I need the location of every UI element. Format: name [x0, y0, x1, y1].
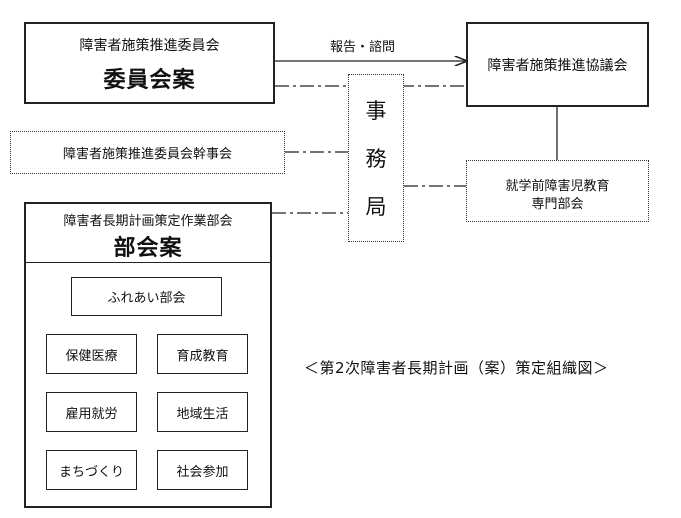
diagram-caption: ＜第2次障害者長期計画（案）策定組織図＞: [304, 359, 609, 377]
council-box: 障害者施策推進協議会: [466, 22, 649, 107]
preschool-line1: 就学前障害児教育: [505, 179, 610, 194]
sub-box-health: 保健医療: [46, 334, 137, 374]
preschool-line2: 専門部会: [531, 197, 584, 212]
sub-label-social: 社会参加: [176, 464, 229, 480]
executive-box: 障害者施策推進委員会幹事会: [10, 131, 285, 174]
sub-box-education: 育成教育: [157, 334, 248, 374]
workgroup-title: 障害者長期計画策定作業部会: [63, 214, 233, 229]
fureai-label: ふれあい部会: [107, 291, 186, 306]
committee-plan: 委員会案: [103, 68, 196, 93]
secretariat-char-2: 務: [365, 147, 387, 171]
sub-label-town: まちづくり: [58, 464, 124, 480]
committee-title: 障害者施策推進委員会: [79, 38, 220, 54]
secretariat-char-3: 局: [365, 195, 387, 219]
preschool-box: 就学前障害児教育 専門部会: [466, 160, 649, 222]
workgroup-divider: [26, 262, 270, 263]
report-label: 報告・諮問: [330, 40, 396, 55]
sub-label-community: 地域生活: [176, 406, 229, 422]
sub-label-health: 保健医療: [65, 348, 118, 364]
sub-box-town: まちづくり: [46, 450, 137, 490]
sub-box-community: 地域生活: [157, 392, 248, 432]
workgroup-plan: 部会案: [113, 236, 183, 261]
committee-box: 障害者施策推進委員会 委員会案: [24, 22, 275, 104]
sub-label-employment: 雇用就労: [65, 406, 118, 422]
council-label: 障害者施策推進協議会: [487, 57, 628, 74]
secretariat-box: 事 務 局: [348, 74, 404, 242]
fureai-box: ふれあい部会: [71, 277, 222, 316]
sub-box-social: 社会参加: [157, 450, 248, 490]
secretariat-char-1: 事: [365, 99, 387, 123]
sub-label-education: 育成教育: [176, 348, 229, 364]
executive-label: 障害者施策推進委員会幹事会: [62, 147, 232, 162]
sub-box-employment: 雇用就労: [46, 392, 137, 432]
